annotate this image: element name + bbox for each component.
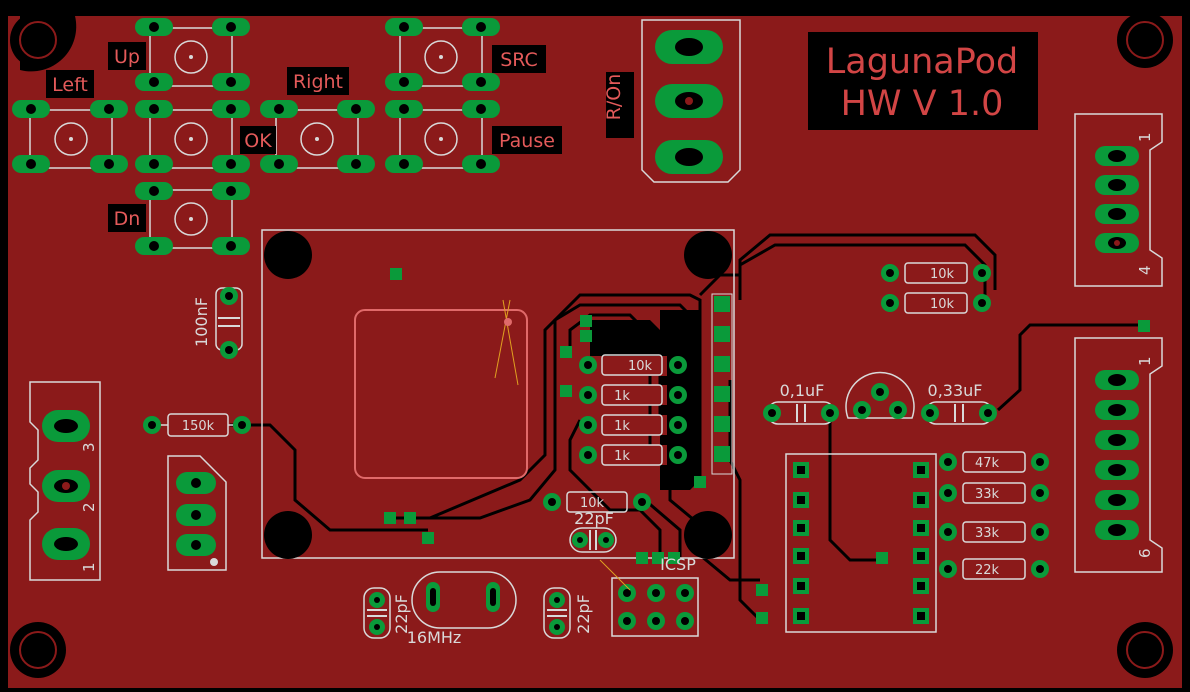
label-icsp: ICSP [660, 555, 696, 574]
mounting-holes [8, 12, 1173, 678]
res-33k-1: 33k [939, 482, 1049, 504]
label-10k-a: 10k [930, 267, 955, 282]
cap-22pf-left: 22pF [363, 587, 411, 639]
res-10k-lower: 10k [543, 491, 651, 513]
module-footprint [261, 229, 735, 559]
icsp-header: ICSP [599, 555, 699, 637]
label-33k-a: 33k [975, 487, 1000, 502]
label-33k-b: 33k [975, 526, 1000, 541]
regulator-to92 [845, 371, 915, 419]
board-title-line2: HW V 1.0 [841, 84, 1004, 124]
label-033uf: 0,33uF [928, 381, 983, 400]
label-10k-d: 10k [580, 496, 605, 511]
res-33k-2: 33k [939, 521, 1049, 543]
label-22pf-b: 22pF [392, 594, 411, 634]
button-labels: Up Left Right OK Dn SRC Pause [46, 42, 562, 232]
label-ok: OK [244, 130, 272, 152]
connector-right-bottom-pin-6: 6 [1136, 548, 1154, 558]
label-pause: Pause [499, 130, 555, 152]
res-10k-mid: 10k [579, 354, 687, 376]
label-22pf-c: 22pF [574, 594, 593, 634]
res-1k-1: 1k [579, 384, 687, 406]
label-10k-c: 10k [628, 359, 653, 374]
connector-left-pin-2: 2 [80, 502, 98, 512]
label-left: Left [52, 74, 88, 96]
res-47k: 47k [939, 451, 1049, 473]
label-r-on: R/On [603, 74, 625, 121]
label-right: Right [293, 71, 343, 93]
cap-22pf-right: 22pF [543, 587, 593, 639]
label-1k-a: 1k [614, 389, 630, 404]
dip-ic [785, 453, 937, 633]
sensor-3pin [167, 455, 227, 571]
res-10k-top-1: 10k [881, 262, 991, 284]
res-1k-2: 1k [579, 414, 687, 436]
tactile-buttons [12, 18, 500, 255]
label-22k: 22k [975, 563, 1000, 578]
button-right[interactable] [260, 100, 375, 173]
cap-22pf-mid: 22pF [569, 509, 617, 553]
res-150k: 150k [143, 413, 251, 437]
cap-033uf: 0,33uF [921, 381, 997, 425]
label-100nf: 100nF [192, 297, 211, 347]
button-left[interactable] [12, 100, 128, 173]
connector-right-top: 1 4 [1074, 113, 1163, 287]
button-pause[interactable] [385, 100, 500, 173]
cap-01uf: 0,1uF [763, 381, 839, 425]
label-10k-b: 10k [930, 297, 955, 312]
label-22pf-a: 22pF [574, 509, 614, 528]
label-up: Up [114, 46, 140, 68]
connector-right-top-pin-4: 4 [1136, 265, 1154, 275]
label-01uf: 0,1uF [780, 381, 825, 400]
board-title-line1: LagunaPod [826, 42, 1018, 82]
connector-left-pin-1: 1 [80, 562, 98, 572]
label-150k: 150k [182, 419, 215, 434]
connector-right-bottom: 1 6 [1074, 337, 1163, 573]
res-10k-top-2: 10k [881, 292, 991, 314]
connector-right-bottom-pin-1: 1 [1136, 356, 1154, 366]
power-switch[interactable]: R/On [603, 19, 741, 183]
label-dn: Dn [114, 208, 141, 230]
connector-left-pin-3: 3 [80, 442, 98, 452]
button-src[interactable] [385, 18, 500, 91]
crystal-16mhz: 16MHz [407, 571, 517, 647]
button-up[interactable] [135, 18, 250, 91]
res-1k-3: 1k [579, 444, 687, 466]
res-22k: 22k [939, 558, 1049, 580]
label-src: SRC [500, 49, 538, 71]
connector-left: 3 2 1 [29, 381, 101, 581]
board-title-box: LagunaPod HW V 1.0 [808, 32, 1038, 130]
connector-right-top-pin-1: 1 [1136, 132, 1154, 142]
label-16mhz: 16MHz [407, 628, 462, 647]
module-header [711, 293, 733, 475]
button-ok[interactable] [135, 100, 250, 173]
vias [384, 268, 1150, 624]
label-47k: 47k [975, 456, 1000, 471]
cap-100nf: 100nF [192, 287, 243, 359]
label-1k-b: 1k [614, 419, 630, 434]
button-dn[interactable] [135, 182, 250, 255]
label-1k-c: 1k [614, 449, 630, 464]
